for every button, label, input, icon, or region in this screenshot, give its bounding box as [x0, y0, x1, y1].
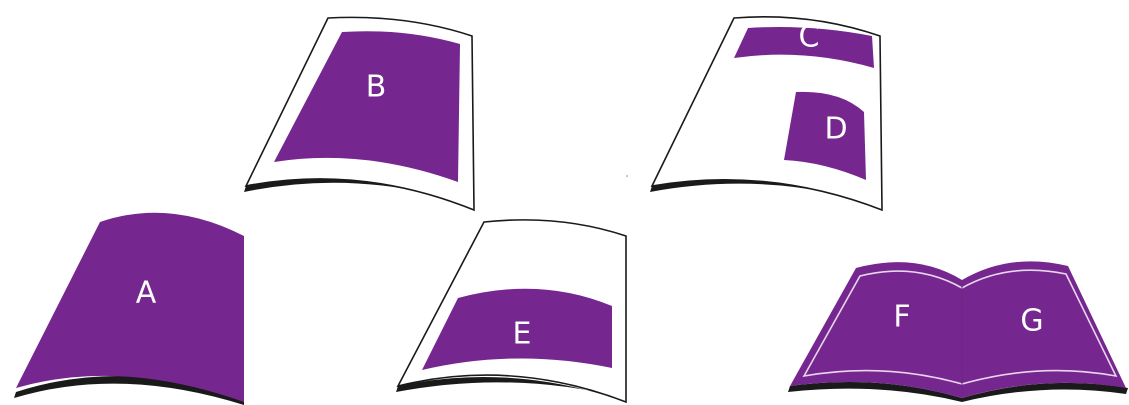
label-f: F: [893, 300, 910, 335]
panel-b-color-block: [274, 31, 460, 183]
label-d: D: [824, 112, 847, 147]
stray-dot: [626, 175, 628, 177]
panel-cd: C D: [650, 16, 883, 212]
panel-c-color-block: [734, 27, 874, 68]
panel-fg: F G: [788, 261, 1128, 402]
panel-a: A: [14, 212, 244, 405]
label-e: E: [513, 317, 532, 352]
label-g: G: [1020, 304, 1043, 339]
panel-d-color-block: [784, 91, 866, 180]
label-b: B: [366, 70, 387, 105]
panel-fg-spread: [790, 261, 1126, 398]
panel-e-color-block: [422, 288, 612, 370]
panel-fg-inner-border: [802, 269, 1118, 385]
panel-e-shadow: [396, 377, 626, 402]
label-c: C: [799, 20, 820, 55]
panel-fg-shadow: [788, 382, 1128, 402]
panel-a-page: [16, 212, 244, 402]
panel-b: B: [244, 16, 475, 212]
label-a: A: [136, 276, 157, 311]
panel-e: E: [396, 219, 627, 404]
